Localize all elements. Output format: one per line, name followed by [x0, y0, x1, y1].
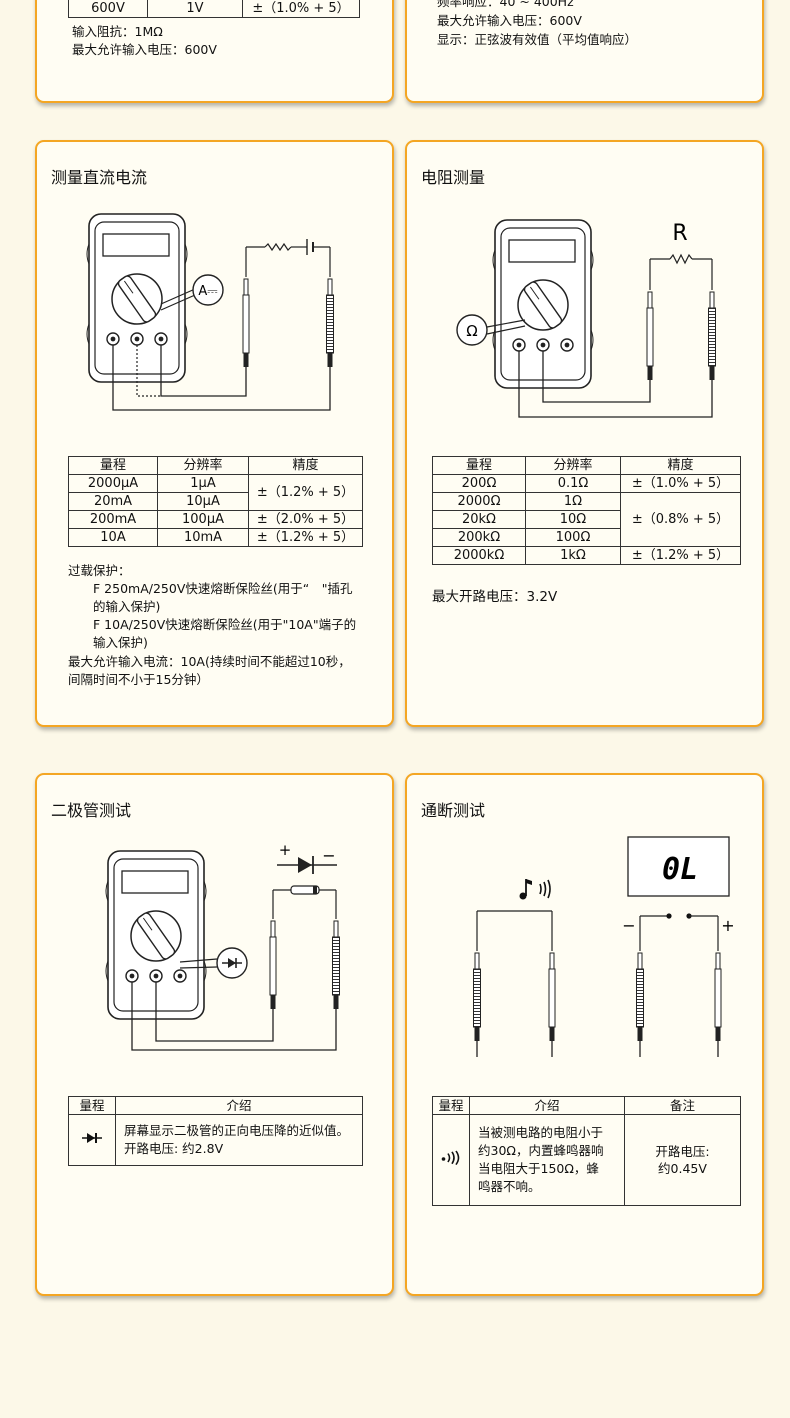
max-voltage-note: 最大允许输入电压：600V	[437, 13, 582, 28]
dc-current-table: 量程 分辨率 精度 2000μA 1μA ±（1.2% + 5） 20mA 10…	[68, 456, 363, 547]
section-title: 电阻测量	[421, 168, 486, 187]
continuity-icon	[441, 1150, 460, 1165]
table-row: 2000Ω 1Ω ±（0.8% + 5）	[432, 492, 741, 547]
diode-description: 屏幕显示二极管的正向电压降的近似值。	[124, 1123, 350, 1138]
overload-label: 过载保护：	[68, 563, 131, 578]
acv-table-row: 600V 1V ±（1.0% + 5）	[68, 0, 360, 18]
continuity-desc-line: 当电阻大于150Ω，蜂	[478, 1161, 599, 1176]
fuse-note-1b: 的输入保护)	[93, 599, 161, 614]
section-title: 二极管测试	[51, 801, 132, 820]
max-voltage-note: 最大允许输入电压：600V	[72, 42, 217, 57]
table-row: 当被测电路的电阻小于 约30Ω，内置蜂鸣器响 当电阻大于150Ω，蜂 鸣器不响。…	[432, 1114, 741, 1206]
continuity-desc-line: 约30Ω，内置蜂鸣器响	[478, 1143, 604, 1158]
table-row: 2000μA 1μA ±（1.2% + 5）	[68, 474, 363, 511]
minus-sign: −	[622, 916, 635, 935]
minus-sign: −	[322, 846, 335, 865]
beeper-icon	[519, 879, 551, 900]
card-resistance: 电阻测量 Ω R 量程 分辨率 精度 200Ω 0.1Ω ±（1.0% + 5）	[405, 140, 764, 727]
card-aca-partial: 频率响应：40 ~ 400Hz 最大允许输入电压：600V 显示：正弦波有效值（…	[405, 0, 764, 103]
ohm-icon: Ω	[466, 322, 477, 340]
diode-open-voltage: 开路电压: 约2.8V	[124, 1141, 224, 1156]
continuity-table: 量程 介绍 备注 当被测电路的电阻小于 约30Ω，内置蜂鸣器响 当电阻大于150…	[432, 1096, 741, 1206]
table-row: 200mA 100μA ±（2.0% + 5）	[68, 510, 363, 529]
lcd-readout: 0L	[662, 852, 698, 887]
continuity-diagram: 0L − +	[472, 836, 735, 1058]
display-note: 显示：正弦波有效值（平均值响应）	[437, 32, 638, 47]
table-row: 600V 1V ±（1.0% + 5）	[68, 0, 360, 18]
card-continuity: 通断测试 0L − + 量程 介绍 备注	[405, 773, 764, 1296]
section-title: 通断测试	[421, 801, 486, 820]
section-title: 测量直流电流	[51, 168, 148, 187]
input-impedance-note: 输入阻抗：1MΩ	[72, 24, 163, 39]
diode-table: 量程 介绍 屏幕显示二极管的正向电压降的近似值。 开路电压: 约2.8V	[68, 1096, 363, 1166]
diode-diagram: + −	[105, 841, 341, 1051]
table-row: 10A 10mA ±（1.2% + 5）	[68, 528, 363, 547]
table-header: 量程 分辨率 精度	[68, 456, 363, 475]
diode-icon	[82, 1133, 102, 1143]
diode-icon	[222, 958, 242, 968]
freq-response-note: 频率响应：40 ~ 400Hz	[437, 0, 574, 9]
table-row: 20mA 10μA	[68, 492, 363, 511]
continuity-remark: 开路电压:	[655, 1144, 710, 1159]
table-header: 量程 介绍 备注	[432, 1096, 741, 1115]
card-diode: 二极管测试 + − 量程 介绍	[35, 773, 394, 1296]
table-row: 2000kΩ 1kΩ ±（1.2% + 5）	[432, 546, 741, 565]
dc-current-diagram: A⎓	[86, 213, 335, 411]
plus-sign: +	[721, 916, 734, 935]
fuse-note-2: F 10A/250V快速熔断保险丝(用于"10A"端子的	[93, 617, 357, 632]
resistance-table: 量程 分辨率 精度 200Ω 0.1Ω ±（1.0% + 5） 2000Ω 1Ω…	[432, 456, 741, 565]
table-row: 200kΩ 100Ω	[432, 528, 741, 547]
table-row: 200Ω 0.1Ω ±（1.0% + 5）	[432, 474, 741, 493]
continuity-desc-line: 鸣器不响。	[478, 1179, 541, 1194]
dc-current-icon: A⎓	[198, 284, 217, 299]
resistance-diagram: Ω R	[456, 219, 717, 418]
max-current-note: 最大允许输入电流：10A(持续时间不能超过10秒，	[68, 654, 351, 669]
continuity-remark: 约0.45V	[658, 1161, 707, 1176]
continuity-desc-line: 当被测电路的电阻小于	[478, 1125, 604, 1140]
card-acv-partial: 600V 1V ±（1.0% + 5） 输入阻抗：1MΩ 最大允许输入电压：60…	[35, 0, 394, 103]
table-header: 量程 介绍	[68, 1096, 363, 1115]
table-header: 量程 分辨率 精度	[432, 456, 741, 475]
card-dc-current: 测量直流电流 A⎓ 量程 分辨率 精度 2000μA 1μA	[35, 140, 394, 727]
fuse-note-1: F 250mA/250V快速熔断保险丝(用于“ "插孔	[93, 581, 353, 596]
table-row: 屏幕显示二极管的正向电压降的近似值。 开路电压: 约2.8V	[68, 1114, 363, 1166]
fuse-note-2b: 输入保护)	[93, 635, 148, 650]
plus-sign: +	[279, 841, 292, 859]
resistor-label: R	[672, 221, 687, 246]
open-voltage-note: 最大开路电压：3.2V	[432, 589, 558, 605]
max-current-note-b: 间隔时间不小于15分钟）	[68, 672, 209, 687]
